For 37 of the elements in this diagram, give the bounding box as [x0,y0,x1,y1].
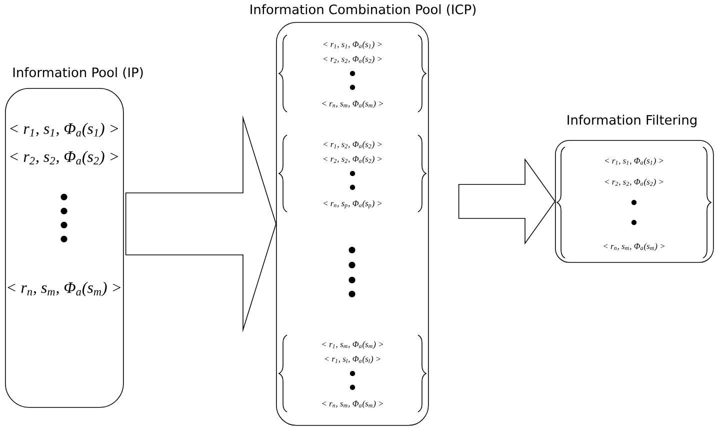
ellipsis-dots [60,194,68,242]
curly-brace [556,146,566,258]
tuple-text: < r$_{1}$, s$_{2}$, Φ$_{a}$(s$_{2}$) > [323,141,382,149]
curly-brace [702,146,712,258]
tuple-text: < r$_{n}$, s$_{m}$, Φ$_{a}$(s$_{m}$) > [604,243,664,251]
curly-brace [278,334,288,412]
tuple-text: < r$_{n}$, s$_{p}$, Φ$_{a}$(s$_{p}$) > [323,200,382,208]
tuple-text: < r$_{n}$, s$_{m}$, Φ$_{a}$(s$_{m}$) > [322,400,383,408]
tuple-text: < r$_{2}$, s$_{2}$, Φ$_{a}$(s$_{2}$) > [323,56,382,64]
heading: Information Combination Pool (ICP) [250,4,476,16]
tuple-text: < r$_{1}$, s$_{m}$, Φ$_{a}$(s$_{m}$) > [322,341,383,349]
tuple-text: < r$_{n}$, s$_{m}$, Φ$_{a}$(s$_{m}$) > [8,282,120,296]
curly-brace [418,34,426,112]
heading: Information Filtering [568,114,696,128]
ellipsis-dots [350,70,356,90]
tuple-text: < r$_{1}$, s$_{1}$, Φ$_{a}$(s$_{1}$) > [604,158,664,166]
ellipsis-dots [350,170,356,190]
rounded-box [555,140,714,263]
block-arrow [458,158,556,245]
tuple-text: < r$_{1}$, s$_{1}$, Φ$_{a}$(s$_{1}$) > [323,41,382,49]
ellipsis-dots [631,200,637,226]
ellipsis-dots [350,370,356,390]
rounded-box [276,22,429,426]
tuple-text: < r$_{1}$, s$_{l}$, Φ$_{a}$(s$_{l}$) > [324,356,380,364]
tuple-text: < r$_{2}$, s$_{2}$, Φ$_{a}$(s$_{2}$) > [604,178,664,186]
ellipsis-dots [348,246,356,298]
tuple-text: < r$_{1}$, s$_{1}$, Φ$_{a}$(s$_{1}$) > [10,122,118,138]
curly-brace [418,334,426,412]
heading: Information Pool (IP) [13,67,143,79]
curly-brace [278,134,288,212]
curly-brace [278,34,288,112]
tuple-text: < r$_{2}$, s$_{2}$, Φ$_{a}$(s$_{2}$) > [10,150,118,166]
tuple-text: < r$_{2}$, s$_{2}$, Φ$_{a}$(s$_{2}$) > [323,156,382,164]
tuple-text: < r$_{n}$, s$_{m}$, Φ$_{a}$(s$_{m}$) > [322,100,383,108]
block-arrow [125,115,276,333]
curly-brace [418,134,426,212]
rounded-box [5,88,124,408]
